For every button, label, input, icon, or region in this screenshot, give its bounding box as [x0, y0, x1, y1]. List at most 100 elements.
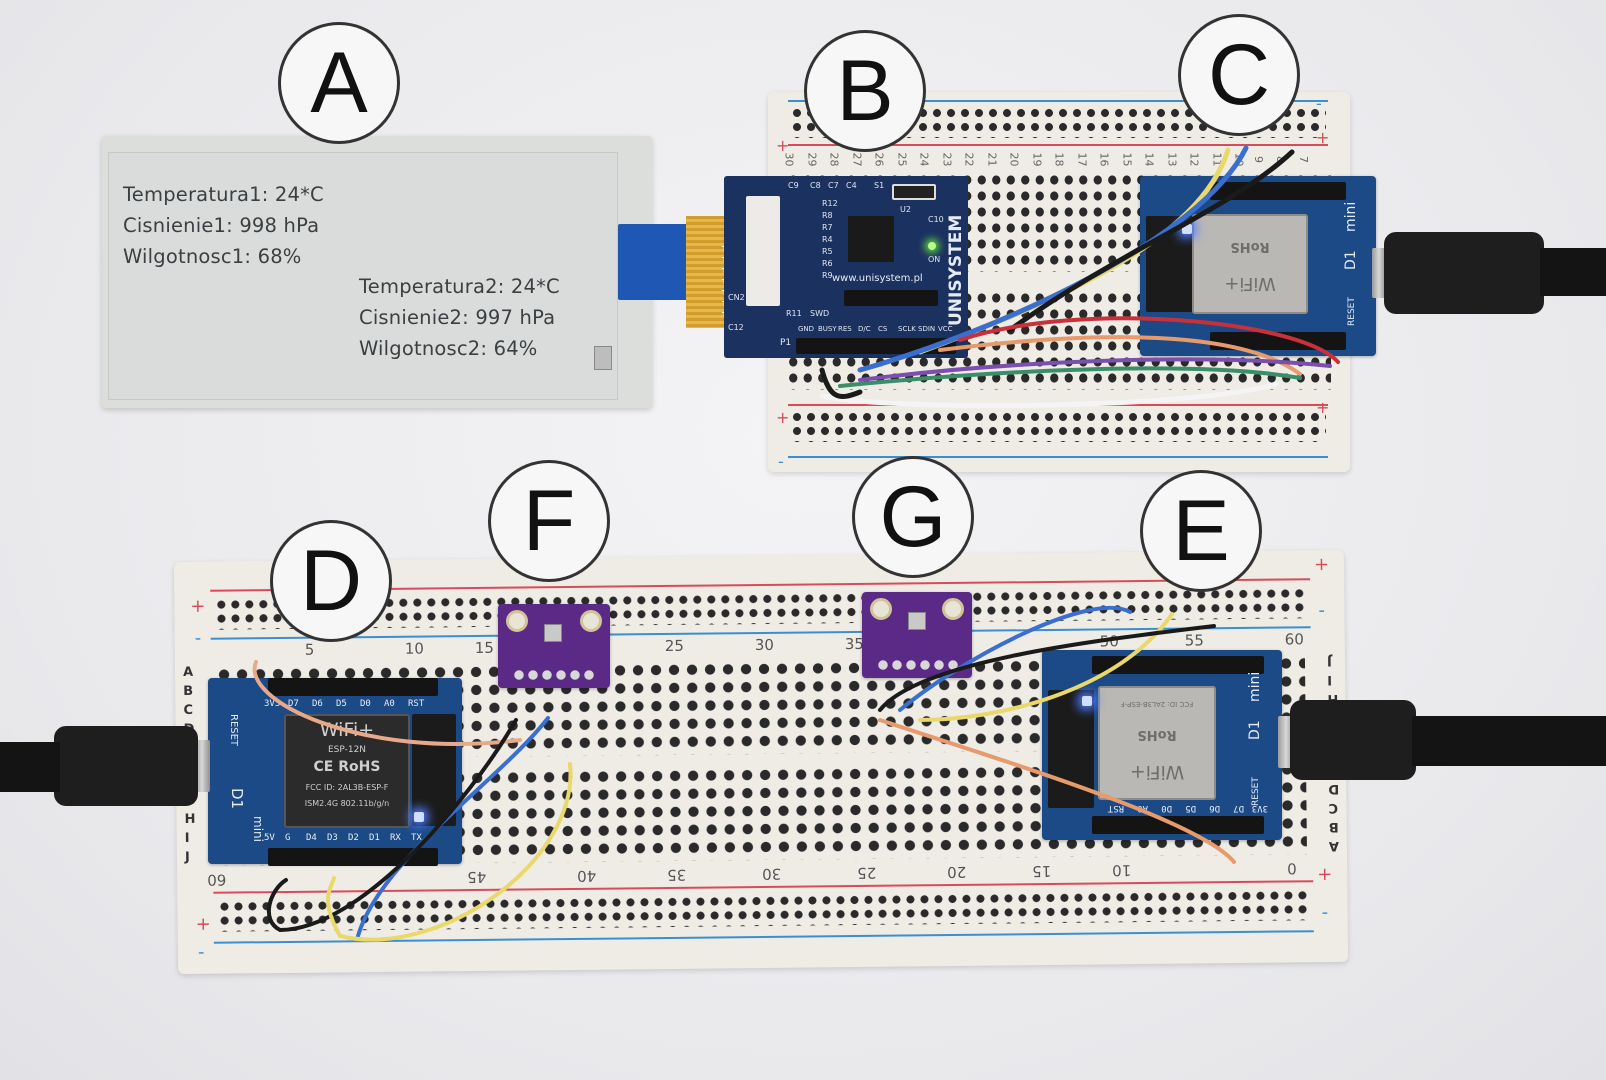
rail-plus-sign: + [776, 408, 790, 427]
pin-label: D5 [336, 699, 347, 709]
sensor-pins [512, 668, 598, 682]
status-led-blue [1182, 224, 1192, 234]
bme280-sensor-g [862, 592, 972, 678]
usb-cable [0, 742, 60, 792]
pin-label: D6 [312, 699, 323, 709]
swd-header [844, 290, 938, 306]
pin-label: 3V3 [264, 699, 281, 709]
usb-cable-plug [1290, 700, 1416, 780]
pin-header-top [268, 678, 438, 696]
pin-label: D3 [327, 833, 338, 843]
rohs-mark: RoHS [338, 759, 381, 775]
module-ce-rohs: CE RoHS [286, 760, 408, 774]
wire-black [819, 367, 863, 399]
usb-cable-plug [54, 726, 198, 806]
pin-label: D7 [288, 699, 299, 709]
pin-label: D2 [348, 833, 359, 843]
usb-cable-plug [1384, 232, 1544, 314]
component-label: U2 [900, 205, 911, 214]
temperature1-text: Temperatura1: 24*C [123, 183, 324, 206]
esp12-module: RoHS WiFi+ [1192, 214, 1308, 314]
header-pin-label: D/C [858, 325, 871, 333]
label-a: A [278, 22, 400, 144]
header-pin-label: SCLK [898, 325, 916, 333]
power-led-green [928, 242, 936, 250]
header-pin-label: RES [838, 325, 852, 333]
module-band: ISM2.4G 802.11b/g/n [304, 799, 390, 808]
mounting-hole [506, 610, 528, 632]
rail-plus-sign: + [776, 136, 790, 155]
pin-header-top [1092, 656, 1264, 674]
pressure2-text: Cisnienie2: 997 hPa [359, 306, 556, 329]
wire-black [1007, 149, 1295, 333]
component-label: C9 [788, 181, 799, 190]
pin-label: 5V [264, 833, 275, 843]
antenna-area [412, 714, 456, 826]
wire-black [267, 718, 518, 933]
epaper-screen: Temperatura1: 24*C Cisnienie1: 998 hPa W… [108, 152, 618, 400]
epaper-display: Temperatura1: 24*C Cisnienie1: 998 hPa W… [102, 136, 652, 408]
wire-blue [898, 605, 1132, 712]
label-f: F [488, 460, 610, 582]
component-label: R12 [822, 199, 838, 208]
usb-cable [1540, 248, 1606, 296]
mounting-hole [870, 598, 892, 620]
component-label: S1 [874, 181, 885, 190]
wire-orange [938, 335, 1302, 376]
header-pin-label: GND [798, 325, 815, 333]
esp12-module: FCC ID: 2AL3B-ESP-F RoHS WiFi+ [1098, 686, 1216, 800]
rail-minus-sign: - [778, 452, 784, 471]
pressure1-text: Cisnienie1: 998 hPa [123, 214, 320, 237]
pin-label: RX [390, 833, 401, 843]
label-d: D [270, 520, 392, 642]
pin-label: TX [411, 833, 422, 843]
wire-green [838, 366, 1302, 388]
wire-white [819, 381, 1279, 409]
component-label: C12 [728, 323, 744, 332]
wire-yellow [325, 762, 573, 942]
pin-label: A0 [384, 699, 395, 709]
wemos-d1-mini-c: RoHS WiFi+ mini D1 RESET [1140, 176, 1376, 356]
humidity2-text: Wilgotnosc2: 64% [359, 337, 538, 360]
component-label: C7 [828, 181, 839, 190]
humidity1-text: Wilgotnosc1: 68% [123, 245, 302, 268]
component-label: R11 [786, 309, 802, 318]
push-button-s1 [892, 184, 936, 200]
header-pin-label: VCC [938, 325, 953, 333]
ce-mark: CE [313, 759, 334, 775]
component-label: C4 [846, 181, 857, 190]
bme280-sensor-f [498, 604, 610, 688]
component-label: R5 [822, 247, 833, 256]
module-fcc: FCC ID: 2AL3B-ESP-F [305, 783, 389, 792]
usb-cable [1412, 716, 1606, 766]
component-label: C8 [810, 181, 821, 190]
header-label-p1: P1 [780, 338, 792, 348]
pin-label: D1 [369, 833, 380, 843]
status-led-blue [1082, 696, 1092, 706]
label-e: E [1140, 470, 1262, 592]
mounting-hole [942, 598, 964, 620]
component-label: R4 [822, 235, 833, 244]
wire-yellow [918, 612, 1174, 722]
pin-label: D0 [360, 699, 371, 709]
component-label: SWD [810, 309, 830, 318]
wire-blue [857, 145, 1249, 373]
usb-port [1372, 248, 1386, 298]
mounting-hole [580, 610, 602, 632]
rail-red-line [788, 144, 1328, 146]
component-label: C10 [928, 215, 944, 224]
header-pin-label: SDIN [918, 325, 936, 333]
wire-orange [252, 660, 522, 746]
wire-red [958, 316, 1340, 364]
module-model: ESP-12N [327, 745, 367, 755]
rail-blue-line [788, 456, 1328, 458]
rail-plus-sign: + [1316, 398, 1330, 417]
component-label: R9 [822, 271, 833, 280]
wire-purple [858, 357, 1332, 382]
component-label: CN2 [728, 293, 745, 302]
component-label: R8 [822, 211, 833, 220]
usb-port [194, 740, 210, 792]
